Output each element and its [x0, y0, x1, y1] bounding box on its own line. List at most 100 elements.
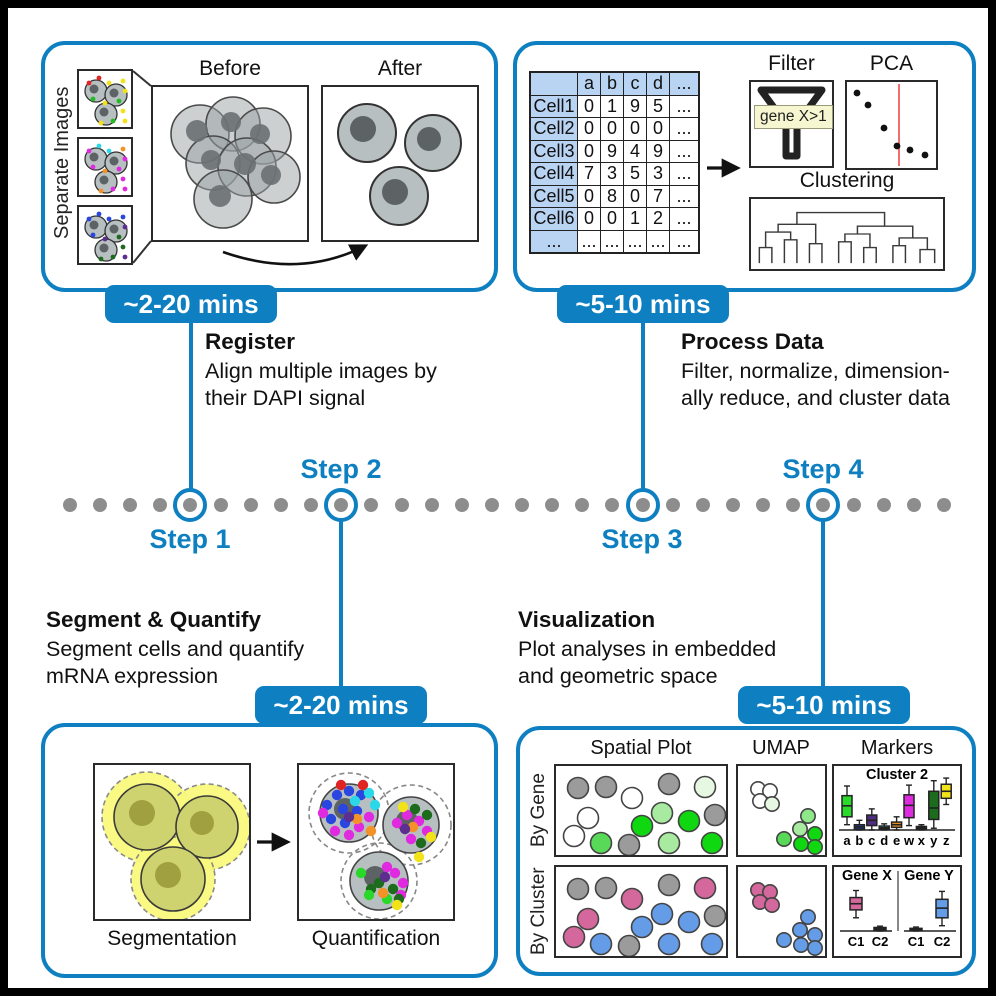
cell-marker — [700, 831, 724, 855]
step4-label: Step 4 — [782, 454, 864, 484]
thumbnail-1-cells — [84, 75, 128, 126]
cell-marker — [799, 908, 816, 925]
cell-marker — [693, 876, 717, 900]
cluster-axis-label: C2 — [934, 934, 951, 949]
table-cell: 7 — [577, 162, 601, 186]
pca-point — [853, 89, 861, 97]
after-label: After — [377, 57, 423, 80]
table-header-cell: a — [577, 71, 601, 96]
table-cell: 9 — [600, 139, 624, 163]
cell-marker — [763, 795, 780, 812]
table-cell: ... — [669, 207, 700, 231]
step2-label: Step 2 — [300, 454, 382, 484]
by-gene-label: By Gene — [528, 773, 549, 848]
cell-marker — [566, 776, 590, 800]
cluster-axis-label: C1 — [908, 934, 925, 949]
table-header-cell: d — [646, 71, 670, 96]
filter-label: Filter — [768, 52, 815, 75]
by-cluster-spatial-plot — [562, 873, 726, 956]
table-cell: Cell2 — [529, 117, 578, 141]
table-cell: 7 — [646, 184, 670, 208]
mrna-dots — [317, 779, 437, 911]
cell-marker — [617, 934, 641, 956]
table-cell: ... — [669, 162, 700, 186]
process-data-title: Process Data — [681, 329, 824, 354]
clustering-box — [749, 197, 945, 271]
cell-marker — [799, 807, 816, 824]
before-label: Before — [199, 57, 261, 80]
register-panel: Separate Images — [41, 41, 498, 292]
step2-dot — [334, 498, 348, 512]
box — [928, 790, 940, 821]
pca-point — [880, 124, 888, 132]
table-header-cell: ... — [669, 71, 700, 96]
step1-dot — [183, 498, 197, 512]
timeline-dot — [153, 498, 168, 512]
step3-dot — [636, 498, 650, 512]
cell-marker — [791, 921, 808, 938]
table-cell: 3 — [646, 162, 670, 186]
cell-marker — [589, 932, 613, 956]
timeline-dot — [93, 498, 108, 512]
register-connectors — [132, 70, 369, 266]
segment-quantify-title: Segment & Quantify — [46, 607, 262, 632]
cell-marker — [792, 937, 809, 954]
timeline-dot — [906, 498, 921, 512]
marker-axis-label: y — [930, 833, 938, 848]
table-cell: 1 — [600, 94, 624, 118]
thumbnail-image-3 — [77, 205, 133, 265]
cell-marker — [630, 814, 654, 838]
arrow-right-icon — [707, 158, 741, 178]
table-cell: ... — [646, 229, 670, 254]
register-text: Register Align multiple images by their … — [205, 328, 490, 413]
table-cell: Cell5 — [529, 184, 578, 208]
step4-dot — [816, 498, 830, 512]
cell-marker — [791, 820, 808, 837]
pca-point — [906, 146, 914, 154]
cell-marker — [630, 915, 654, 939]
table-cell: 4 — [623, 139, 647, 163]
table-cell: Cell3 — [529, 139, 578, 163]
table-cell: 1 — [623, 207, 647, 231]
segmentation-cells — [101, 771, 249, 919]
segment-panel: Segmentation — [41, 723, 498, 978]
step3-duration-badge: ~5-10 mins — [557, 285, 729, 323]
after-image-box — [321, 85, 479, 242]
markers-header: Markers — [860, 737, 934, 759]
marker-axis-label: x — [918, 833, 926, 848]
cell-marker — [703, 803, 726, 827]
visualization-title: Visualization — [518, 607, 656, 632]
table-cell: ... — [669, 184, 700, 208]
quantification-box — [297, 763, 455, 921]
table-cell: ... — [669, 229, 700, 254]
pca-label: PCA — [869, 52, 914, 75]
spatial-plot-header: Spatial Plot — [590, 737, 692, 759]
register-description: Align multiple images by their DAPI sign… — [205, 359, 437, 411]
cell-marker — [657, 873, 681, 897]
box — [903, 794, 915, 819]
cell-marker — [589, 831, 613, 855]
table-header-cell: b — [600, 71, 624, 96]
cell-marker — [650, 801, 674, 825]
genex-title: Gene X — [842, 868, 892, 884]
timeline-dot — [605, 498, 620, 512]
pca-point — [864, 101, 872, 109]
thumbnail-image-2 — [77, 137, 133, 197]
cell-marker — [617, 833, 641, 855]
table-cell: ... — [577, 229, 601, 254]
cluster-axis-label: C2 — [872, 934, 889, 949]
timeline-dot — [63, 498, 77, 512]
cell-marker — [657, 831, 681, 855]
process-data-description: Filter, normalize, dimension- ally reduc… — [681, 359, 950, 411]
table-cell: 0 — [623, 184, 647, 208]
timeline-dot — [665, 498, 680, 512]
gene-filter-note: gene X>1 — [754, 105, 833, 129]
table-cell: 0 — [623, 117, 647, 141]
